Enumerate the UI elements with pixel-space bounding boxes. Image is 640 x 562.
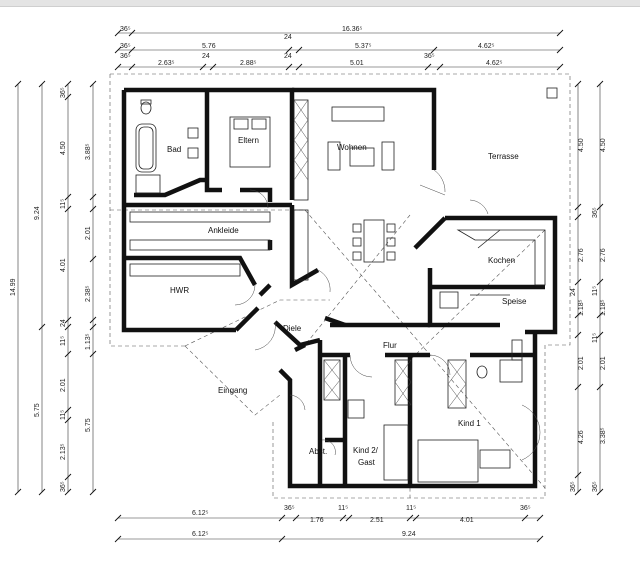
dim-top3-e: 24: [284, 53, 292, 60]
dim-left-innermost-4: 5.75: [85, 418, 92, 432]
dim-top1-b: 16.36⁵: [342, 26, 363, 33]
dim-left-innermost-0: 3.88⁵: [85, 143, 92, 160]
bed-icon: [383, 424, 409, 481]
sofa-icon: [331, 106, 385, 122]
dim-top3-h: 4.62⁵: [486, 60, 503, 67]
dim-bot1-h: 36⁵: [520, 505, 531, 512]
dim-left-innermost-1: 2.01: [85, 226, 92, 240]
dim-right-outer-1: 2.76: [578, 248, 585, 262]
dim-bot2-b: 9.24: [402, 531, 416, 538]
room-hwr: HWR: [170, 286, 189, 295]
dim-top3-c: 24: [202, 53, 210, 60]
room-abst: Abst.: [309, 447, 327, 456]
dim-right-inner-2: 2.76: [600, 248, 607, 262]
toilet-icon: [140, 101, 152, 115]
dim-right-outer-3: 1.18⁵: [578, 299, 585, 316]
dim-bot1-b: 36⁵: [284, 505, 295, 512]
dim-bot1-f: 11⁵: [406, 505, 416, 512]
room-eingang: Eingang: [218, 386, 247, 395]
dim-left-innermost-2: 2.38⁵: [85, 285, 92, 302]
dim-left-outer: 14.99: [10, 278, 17, 296]
dim-top2-d: 5.37⁵: [355, 43, 372, 50]
room-ankleide: Ankleide: [208, 226, 239, 235]
room-kind2-line2: Gast: [358, 458, 376, 467]
dim-top2-b: 5.76: [202, 43, 216, 50]
dim-right-inner-5: 11⁵: [592, 333, 599, 343]
bed-icon: [417, 439, 479, 483]
room-terrasse: Terrasse: [488, 152, 519, 161]
dim-right-outer-5: 4.26: [578, 430, 585, 444]
dim-top1-a: 36⁵: [120, 26, 131, 33]
dim-bot1-e: 2.51: [370, 517, 384, 524]
dim-left-inner-7: 11⁵: [60, 410, 67, 420]
dim-left-inner-6: 2.01: [60, 378, 67, 392]
dining-table-icon: [363, 219, 385, 263]
dim-right-outer-6: 36⁵: [570, 481, 577, 492]
room-bad: Bad: [167, 145, 181, 154]
bathtub: [135, 123, 157, 173]
dim-right-inner-3: 11⁵: [592, 286, 599, 296]
dim-left-mid-b: 5.75: [34, 403, 41, 417]
dim-left-inner-5: 11⁵: [60, 336, 67, 346]
dim-left-inner-9: 36⁵: [60, 481, 67, 492]
dim-top3-f: 5.01: [350, 60, 364, 67]
dim-left-inner-0: 36⁵: [60, 87, 67, 98]
dim-top3-a: 36⁵: [120, 53, 131, 60]
dim-top3-g: 36⁵: [424, 53, 435, 60]
dim-left-inner-8: 2.13⁵: [60, 443, 67, 460]
dim-left-inner-4: 24: [60, 319, 67, 327]
dim-right-outer-0: 4.50: [578, 138, 585, 152]
dim-left-inner-2: 11⁵: [60, 199, 67, 209]
dim-right-inner-4: 1.18⁵: [600, 299, 607, 316]
room-speise: Speise: [502, 297, 527, 306]
dim-top2-c: 24: [284, 34, 292, 41]
dim-left-inner-3: 4.01: [60, 258, 67, 272]
room-eltern: Eltern: [238, 136, 259, 145]
dim-bot1-c: 1.76: [310, 517, 324, 524]
dim-right-outer-4: 2.01: [578, 356, 585, 370]
dim-right-inner-8: 36⁵: [592, 481, 599, 492]
window-top-bar: [0, 0, 640, 7]
room-kochen: Kochen: [488, 256, 515, 265]
dim-right-inner-1: 36⁵: [592, 207, 599, 218]
chimney-icon: [546, 87, 558, 99]
dim-right-inner-0: 4.50: [600, 138, 607, 152]
dim-bot1-g: 4.01: [460, 517, 474, 524]
bed-icon: [229, 116, 271, 168]
dimension-texts: 36⁵ 16.36⁵ 36⁵ 5.76 24 5.37⁵ 4.62⁵ 36⁵ 2…: [10, 26, 607, 538]
room-kind1: Kind 1: [458, 419, 481, 428]
room-kind2-line1: Kind 2/: [353, 446, 379, 455]
dim-bot1-d: 11⁵: [338, 505, 348, 512]
dim-top3-b: 2.63⁵: [158, 60, 175, 67]
dim-top2-e: 4.62⁵: [478, 43, 495, 50]
dim-bot2-a: 6.12⁵: [192, 531, 209, 538]
room-diele: Diele: [283, 324, 302, 333]
dim-right-inner-6: 2.01: [600, 356, 607, 370]
dim-left-innermost-3: 1.13⁵: [85, 333, 92, 350]
dim-top3-d: 2.88⁵: [240, 60, 257, 67]
room-flur: Flur: [383, 341, 397, 350]
doors: [234, 169, 541, 461]
dim-left-inner-1: 4.50: [60, 141, 67, 155]
dim-left-mid-a: 9.24: [34, 206, 41, 220]
dim-right-outer-2: 24: [570, 288, 577, 296]
dim-top2-a: 36⁵: [120, 43, 131, 50]
room-labels: Bad Eltern Wohnen Terrasse Ankleide HWR …: [167, 136, 527, 467]
dim-right-inner-7: 3.38⁵: [600, 427, 607, 444]
room-wohnen: Wohnen: [337, 143, 367, 152]
sink-icon: [187, 127, 199, 139]
dimension-lines: [14, 29, 604, 543]
fixtures: [129, 87, 558, 483]
dim-bot1-a: 6.12⁵: [192, 510, 209, 517]
